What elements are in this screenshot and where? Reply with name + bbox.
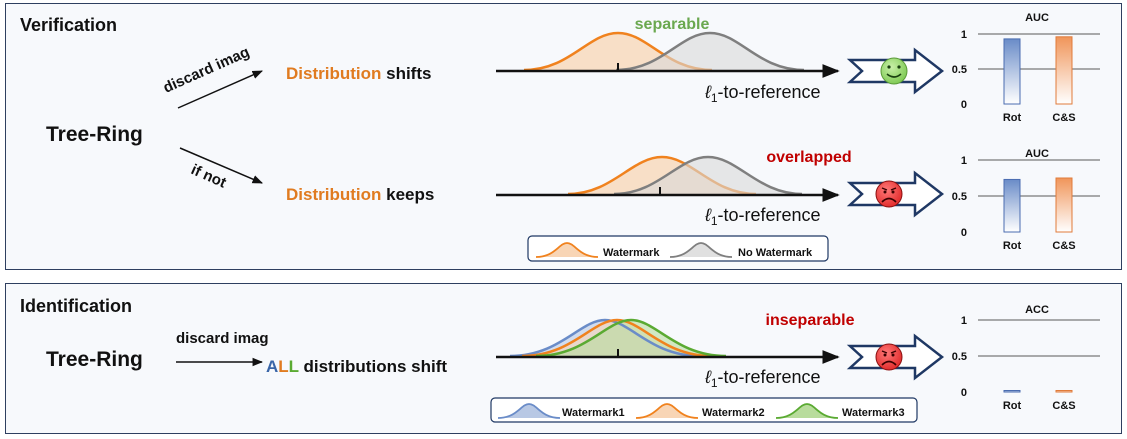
bar-c-s [1055, 390, 1073, 393]
watermark1-curve [509, 318, 701, 358]
x-tick-label: Rot [1003, 400, 1022, 412]
legend-watermark3-swatch [775, 403, 839, 419]
row1-axis-label: ℓ1-to-reference [704, 82, 821, 105]
x-tick-label: C&S [1052, 400, 1075, 412]
y-tick-label: 1 [961, 315, 967, 327]
x-tick-label: C&S [1052, 240, 1075, 252]
identification-distributions [509, 318, 727, 358]
y-tick-label: 1 [961, 155, 967, 167]
row2-word2: keeps [386, 185, 434, 204]
row2-nowatermark-fill [614, 157, 802, 194]
row1-word2: shifts [386, 64, 431, 83]
y-tick-label: 0 [961, 227, 967, 239]
verification-panel [5, 3, 1122, 270]
legend-watermark1-swatch [497, 403, 561, 419]
y-tick-label: 0.5 [952, 191, 967, 203]
bar-rot [1003, 38, 1021, 105]
legend-watermark3-label: Watermark3 [842, 407, 905, 419]
y-tick-label: 0.5 [952, 351, 967, 363]
chart-title: ACC [1025, 304, 1049, 316]
verification-method-label: Tree-Ring [46, 123, 143, 146]
identification-statement: ALL distributions shift [266, 357, 447, 376]
legend-watermark2-swatch [635, 403, 699, 419]
sad-face-icon [875, 343, 903, 371]
y-tick-label: 1 [961, 29, 967, 41]
verification-title: Verification [20, 15, 117, 35]
x-tick-label: C&S [1052, 112, 1075, 124]
watermark2-curve [521, 318, 713, 358]
bar-c-s [1055, 177, 1073, 233]
happy-face-icon [880, 57, 908, 85]
row2-statement: Distribution keeps [286, 185, 434, 204]
legend-watermark-label: Watermark [603, 247, 660, 259]
x-tick-label: Rot [1003, 240, 1022, 252]
legend-watermark-swatch [535, 242, 599, 258]
legend-watermark1-label: Watermark1 [562, 407, 625, 419]
identification-arrow-label: discard imag [176, 330, 269, 347]
row2-status-label: overlapped [766, 149, 851, 166]
legend-nowatermark-label: No Watermark [738, 247, 813, 259]
identification-method-label: Tree-Ring [46, 348, 143, 371]
branch-yes-label: discard imag [161, 43, 252, 96]
row1-word1: Distribution [286, 64, 381, 83]
y-tick-label: 0 [961, 99, 967, 111]
identification-axis-label: ℓ1-to-reference [704, 367, 821, 390]
row1-statement: Distribution shifts [286, 64, 431, 83]
branch-arrow-no [179, 147, 263, 184]
row1-nowatermark-fill [616, 33, 804, 70]
verification-legend [527, 235, 829, 262]
bar-rot [1003, 390, 1021, 393]
chart-title: AUC [1025, 148, 1049, 160]
legend-watermark2-label: Watermark2 [702, 407, 765, 419]
row2-nowatermark-curve [613, 155, 803, 196]
row1-nowatermark-curve [615, 31, 805, 72]
sad-face-icon [875, 180, 903, 208]
identification-status-label: inseparable [766, 312, 855, 329]
bar-rot [1003, 178, 1021, 233]
y-tick-label: 0 [961, 387, 967, 399]
watermark3-curve [535, 318, 727, 358]
x-tick-label: Rot [1003, 112, 1022, 124]
chart-title: AUC [1025, 12, 1049, 24]
bar-c-s [1055, 36, 1073, 105]
y-tick-label: 0.5 [952, 64, 967, 76]
row2-word1: Distribution [286, 185, 381, 204]
row2-axis-label: ℓ1-to-reference [704, 205, 821, 228]
identification-title: Identification [20, 296, 132, 316]
row1-status-label: separable [635, 16, 710, 33]
branch-arrow-yes [177, 70, 263, 109]
legend-nowatermark-swatch [669, 242, 733, 258]
